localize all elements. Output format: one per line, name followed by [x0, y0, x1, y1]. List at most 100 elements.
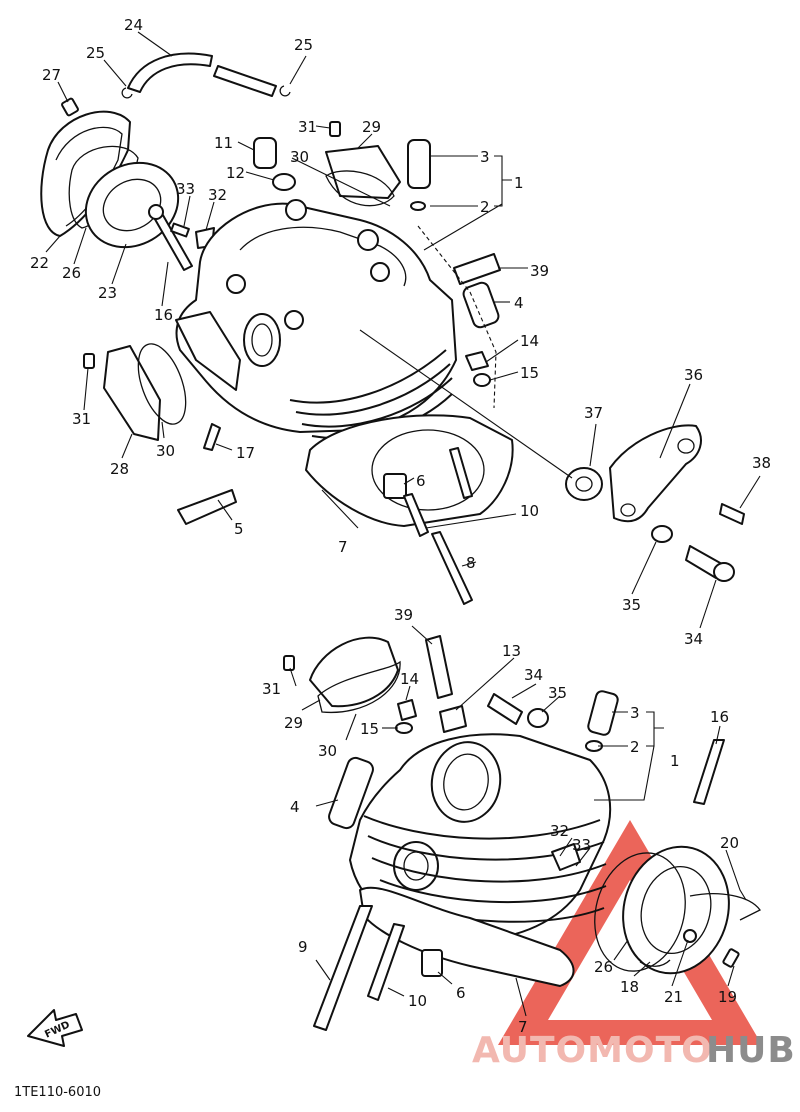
stud-upper [449, 447, 473, 499]
part-label: 11 [214, 134, 233, 152]
part-label: 6 [456, 984, 466, 1002]
part-label: 2 [630, 738, 640, 756]
leader-lines [45, 31, 761, 1017]
rear-head-assembly [40, 52, 745, 605]
part-label: 6 [416, 472, 426, 490]
bolt-38 [719, 503, 745, 525]
cooling-fin-b3 [371, 857, 607, 883]
stud-8 [431, 531, 473, 605]
part-label: 14 [400, 670, 419, 688]
stud-bolt-16-head [148, 204, 164, 220]
watermark-triangle-icon [498, 820, 762, 1045]
valve-guide-3 [407, 139, 431, 189]
part-label: 39 [530, 262, 549, 280]
dowel-6-bottom [421, 949, 443, 977]
cooling-fin-3 [301, 377, 453, 428]
washer-35 [651, 525, 673, 543]
bracket-36 [609, 424, 702, 523]
part-label: 30 [290, 148, 309, 166]
part-label: 28 [110, 460, 129, 478]
gasket-26-bottom [594, 852, 686, 972]
part-label: 1 [514, 174, 524, 192]
part-label: 37 [584, 404, 603, 422]
spark-plug-39-bottom [425, 635, 453, 699]
stud-10 [403, 493, 429, 537]
dowel-6 [383, 473, 407, 499]
nut-13 [439, 705, 467, 733]
bracket-36-hole-1 [677, 438, 695, 454]
stud-9 [313, 905, 373, 1031]
hose-clip-right [279, 85, 291, 97]
nut-14-bottom [397, 699, 417, 721]
plug-11 [253, 137, 277, 169]
o-ring-30-bottom [317, 660, 401, 714]
part-label: 32 [550, 822, 569, 840]
part-label: 4 [514, 294, 524, 312]
o-ring-30 [325, 170, 395, 207]
stud-10-bottom [367, 923, 405, 1001]
part-label: 34 [524, 666, 543, 684]
head-boss-2 [357, 229, 379, 251]
intake-port-inner [251, 323, 273, 357]
part-label: 29 [362, 118, 381, 136]
insulator-4-bottom [328, 756, 374, 830]
part-label: 3 [480, 148, 490, 166]
part-label: 15 [520, 364, 539, 382]
part-label: 10 [408, 992, 427, 1010]
washer-15 [473, 373, 491, 387]
part-label: 34 [684, 630, 703, 648]
part-label: 31 [298, 118, 317, 136]
front-head-assembly [283, 635, 761, 1031]
washer-35-bottom [527, 708, 549, 728]
cylinder-head-body [175, 202, 457, 433]
cover-plate-23 [84, 161, 180, 249]
bolt-19 [722, 948, 740, 968]
tappet-cover-29-bottom [309, 636, 399, 708]
part-label: 23 [98, 284, 117, 302]
stud-17 [203, 423, 221, 451]
part-label: 13 [502, 642, 521, 660]
assembly-line-top [359, 329, 573, 479]
spark-plug-39 [453, 253, 501, 285]
part-label: 31 [262, 680, 281, 698]
cooling-fin-b4 [379, 879, 607, 904]
head-boss-3 [226, 274, 246, 294]
nut-14 [465, 351, 489, 371]
part-label: 3 [630, 704, 640, 722]
cooling-fin-2 [295, 363, 451, 416]
part-label: 9 [298, 938, 308, 956]
bolt-31-bottom [283, 655, 295, 671]
part-label: 17 [236, 444, 255, 462]
forward-arrow-icon: FWD [27, 1009, 83, 1047]
spacer-37-hole [575, 476, 593, 492]
valve-guide-3-bottom [587, 690, 619, 736]
bolt-34-bottom [487, 693, 523, 725]
fitting-21 [683, 929, 697, 943]
bolt-31-left [83, 353, 95, 369]
tappet-cover-20-inner [640, 865, 712, 955]
part-label: 7 [518, 1018, 528, 1036]
dash-line-top [417, 225, 497, 409]
pipe-5 [177, 489, 237, 525]
intake-port [243, 313, 281, 367]
bracket-36-hole-2 [620, 503, 636, 517]
part-label: 38 [752, 454, 771, 472]
part-label: 1 [670, 752, 680, 770]
part-label: 20 [720, 834, 739, 852]
stud-bolt-16-bottom [693, 739, 725, 805]
part-label: 29 [284, 714, 303, 732]
part-label: 2 [480, 198, 490, 216]
washer-12 [272, 173, 296, 191]
side-fin [175, 311, 241, 391]
part-label: 31 [72, 410, 91, 428]
tappet-cover-29 [325, 145, 401, 199]
part-label: 16 [154, 306, 173, 324]
insulator-4 [462, 281, 500, 329]
part-label: 15 [360, 720, 379, 738]
watermark-word-automoto: AUTOMOTO [472, 1030, 713, 1071]
bolt-34-head [713, 562, 735, 582]
bolt-27 [61, 97, 79, 117]
head-top-face [239, 226, 407, 287]
part-label: 25 [86, 44, 105, 62]
part-labels: 24 25 25 27 31 29 11 30 12 3 2 1 33 32 2… [30, 16, 771, 1036]
